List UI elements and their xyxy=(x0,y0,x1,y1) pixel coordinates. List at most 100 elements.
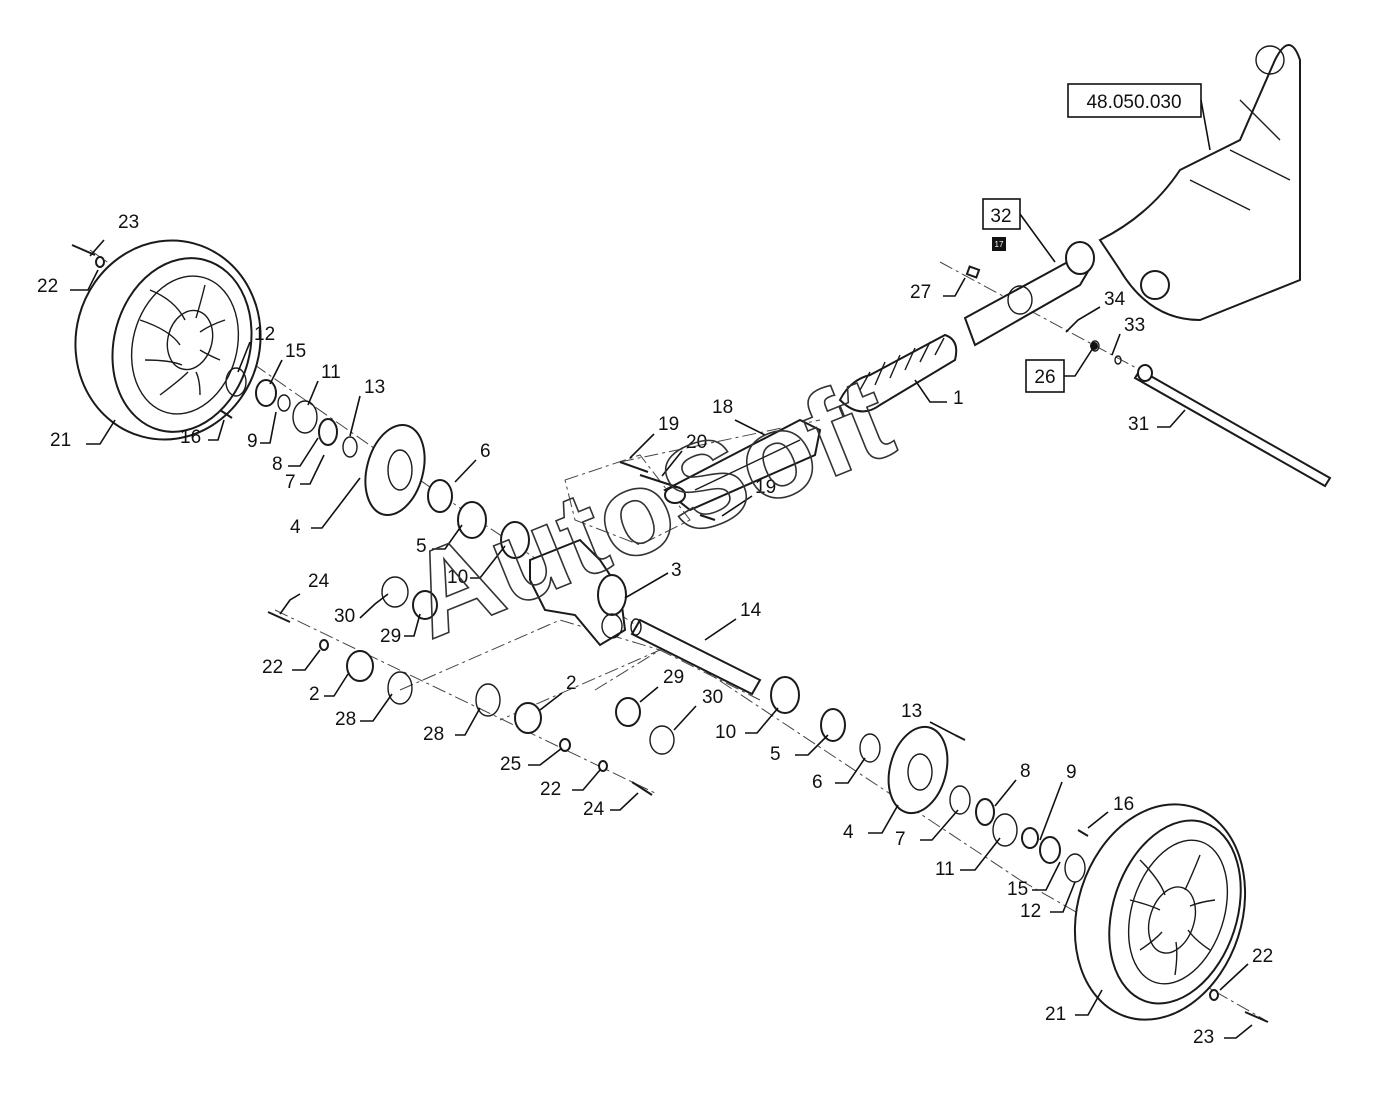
callout-2[interactable]: 2 xyxy=(309,673,349,705)
callout-10[interactable]: 10 xyxy=(715,707,779,743)
callout-29[interactable]: 29 xyxy=(639,667,684,703)
callout-label: 24 xyxy=(583,799,605,820)
callout-label: 10 xyxy=(447,567,468,588)
leader-line xyxy=(734,419,766,436)
callout-21[interactable]: 21 xyxy=(50,419,116,451)
callout-22[interactable]: 22 xyxy=(262,649,321,678)
callout-15[interactable]: 15 xyxy=(1007,861,1061,900)
leader-line xyxy=(795,734,829,756)
callout-13[interactable]: 13 xyxy=(349,377,385,437)
callout-7[interactable]: 7 xyxy=(895,809,959,850)
callout-20[interactable]: 20 xyxy=(661,432,707,477)
callout-label: 8 xyxy=(1020,761,1031,782)
reference-box-32[interactable]: 32 xyxy=(982,198,1056,263)
callout-label: 12 xyxy=(254,324,275,345)
recoil-spring xyxy=(838,333,958,413)
callout-33[interactable]: 33 xyxy=(1111,315,1145,356)
callout-13[interactable]: 13 xyxy=(901,701,956,736)
callout-15[interactable]: 15 xyxy=(269,341,306,385)
callout-label: 6 xyxy=(812,772,823,793)
callout-30[interactable]: 30 xyxy=(673,687,723,731)
callout-24[interactable]: 24 xyxy=(279,571,330,615)
leader-line xyxy=(260,411,277,444)
callout-label: 20 xyxy=(686,432,707,453)
callout-label: 19 xyxy=(658,414,679,435)
callout-16[interactable]: 16 xyxy=(180,419,225,448)
callout-label: 21 xyxy=(50,430,71,451)
callout-label: 11 xyxy=(935,859,955,880)
leader-line xyxy=(539,692,563,711)
leader-line xyxy=(835,757,866,784)
callout-4[interactable]: 4 xyxy=(843,804,899,843)
leader-line xyxy=(1111,333,1121,356)
leader-line xyxy=(311,477,361,529)
callout-1[interactable]: 1 xyxy=(914,379,964,409)
callout-9[interactable]: 9 xyxy=(1039,762,1077,841)
leader-line xyxy=(454,459,477,483)
callout-28[interactable]: 28 xyxy=(423,707,481,745)
callout-14[interactable]: 14 xyxy=(704,600,762,641)
callout-23[interactable]: 23 xyxy=(1193,1024,1253,1048)
leader-line xyxy=(359,593,389,619)
callout-31[interactable]: 31 xyxy=(1128,409,1186,435)
leader-line xyxy=(279,593,301,615)
callout-12[interactable]: 12 xyxy=(1020,881,1076,922)
leader-line xyxy=(432,524,463,550)
callout-4[interactable]: 4 xyxy=(290,477,361,538)
callout-3[interactable]: 3 xyxy=(624,560,682,599)
callout-22[interactable]: 22 xyxy=(1219,946,1273,991)
callout-8[interactable]: 8 xyxy=(994,761,1031,807)
callout-label: 13 xyxy=(364,377,385,398)
callout-11[interactable]: 11 xyxy=(307,362,341,406)
callout-8[interactable]: 8 xyxy=(272,437,319,475)
callout-22[interactable]: 22 xyxy=(37,269,99,297)
callout-label: 16 xyxy=(1113,794,1134,815)
leader-line xyxy=(929,721,956,736)
callout-24[interactable]: 24 xyxy=(583,792,639,820)
callout-10[interactable]: 10 xyxy=(447,545,506,588)
callout-6[interactable]: 6 xyxy=(812,757,866,793)
leader-line xyxy=(673,705,697,731)
callout-9[interactable]: 9 xyxy=(247,411,277,452)
callout-2[interactable]: 2 xyxy=(539,673,577,711)
callout-22[interactable]: 22 xyxy=(540,769,601,800)
callout-25[interactable]: 25 xyxy=(500,747,563,775)
callout-30[interactable]: 30 xyxy=(334,593,389,627)
callout-7[interactable]: 7 xyxy=(285,454,325,493)
callout-12[interactable]: 12 xyxy=(237,324,275,373)
small-mark-17: 17 xyxy=(992,237,1006,251)
callout-label: 7 xyxy=(285,472,296,493)
callout-23[interactable]: 23 xyxy=(89,212,139,257)
reference-box-48-050-030[interactable]: 48.050.030 xyxy=(1067,83,1211,151)
callout-21[interactable]: 21 xyxy=(1045,989,1103,1025)
callout-19[interactable]: 19 xyxy=(721,477,776,517)
callout-11[interactable]: 11 xyxy=(935,837,1001,880)
callout-label: 15 xyxy=(1007,879,1028,900)
leader-line xyxy=(920,809,959,841)
callout-19[interactable]: 19 xyxy=(629,414,679,459)
callout-label: 33 xyxy=(1124,315,1145,336)
reference-box-26[interactable]: 26 xyxy=(1025,342,1098,393)
callout-label: 16 xyxy=(180,427,201,448)
leader-line xyxy=(721,495,753,517)
callout-label: 4 xyxy=(843,822,854,843)
callout-29[interactable]: 29 xyxy=(380,613,421,647)
callout-34[interactable]: 34 xyxy=(1065,289,1126,333)
callout-5[interactable]: 5 xyxy=(770,734,829,765)
callout-label: 9 xyxy=(247,431,258,452)
callout-label: 14 xyxy=(740,600,762,621)
leader-line xyxy=(1157,409,1186,428)
callout-label: 21 xyxy=(1045,1004,1066,1025)
callout-6[interactable]: 6 xyxy=(454,441,491,483)
callout-27[interactable]: 27 xyxy=(910,277,966,303)
leader-line xyxy=(1032,861,1061,891)
callout-label: 28 xyxy=(335,709,356,730)
leader-line xyxy=(610,792,639,811)
callout-18[interactable]: 18 xyxy=(712,397,766,436)
callout-label: 10 xyxy=(715,722,736,743)
callout-label: 11 xyxy=(321,362,341,383)
callout-28[interactable]: 28 xyxy=(335,693,393,730)
callout-16[interactable]: 16 xyxy=(1087,794,1134,829)
callout-5[interactable]: 5 xyxy=(416,524,463,557)
